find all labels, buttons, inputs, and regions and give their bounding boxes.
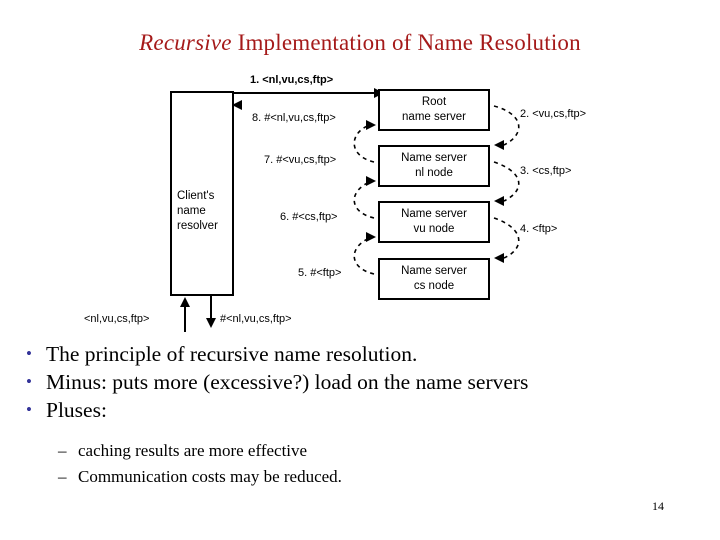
message-5-label: 5. #<ftp> [298, 267, 342, 279]
bullet-item: • Minus: puts more (excessive?) load on … [0, 368, 720, 396]
sub-bullet-item: – caching results are more effective [0, 438, 720, 464]
page-title: Recursive Implementation of Name Resolut… [0, 28, 720, 58]
message-4-label: 4. <ftp> [520, 223, 558, 235]
message-2-arrowhead [494, 140, 504, 150]
message-1-line [234, 92, 384, 94]
client-box-line-3: resolver [177, 220, 218, 232]
server-box-cs-line-1: Name server [401, 265, 467, 277]
bullet-marker-icon: • [26, 372, 32, 391]
bullet-text: The principle of recursive name resoluti… [46, 342, 418, 366]
message-8-target-arrowhead [366, 120, 376, 130]
message-4-arrowhead [494, 253, 504, 263]
server-box-cs-line-2: cs node [413, 280, 455, 292]
message-7-arrowhead [366, 176, 376, 186]
message-3-arrowhead [494, 196, 504, 206]
bullet-item: • Pluses: [0, 396, 720, 424]
sub-bullet-text: caching results are more effective [78, 441, 308, 460]
page-title-rest: Implementation of Name Resolution [231, 30, 581, 55]
dashed-curve-layer [353, 105, 520, 275]
server-box-vu-line-2: vu node [413, 223, 455, 235]
client-box-line-2: name [177, 205, 206, 217]
client-output-label: #<nl,vu,cs,ftp> [220, 313, 292, 325]
message-6-label: 6. #<cs,ftp> [280, 211, 338, 223]
server-box-root-line-1: Root [421, 96, 447, 108]
message-1-label: 1. <nl,vu,cs,ftp> [250, 74, 334, 86]
client-output-arrowhead [206, 318, 216, 328]
bullet-text: Pluses: [46, 398, 107, 422]
message-6-arrowhead [366, 232, 376, 242]
message-8-label: 8. #<nl,vu,cs,ftp> [252, 112, 336, 124]
client-input-arrow-shaft [184, 306, 186, 332]
client-input-label: <nl,vu,cs,ftp> [84, 313, 150, 325]
server-box-vu-line-1: Name server [401, 208, 467, 220]
client-input-arrowhead [180, 297, 190, 307]
server-box-nl-line-1: Name server [401, 152, 467, 164]
server-box-cs: Name server cs node [378, 258, 490, 300]
server-box-root: Root name server [378, 89, 490, 131]
bullet-spacer [0, 424, 720, 438]
sub-bullet-text: Communication costs may be reduced. [78, 467, 342, 486]
bullet-marker-icon: • [26, 344, 32, 363]
server-box-nl: Name server nl node [378, 145, 490, 187]
client-output-arrow-shaft [210, 296, 212, 322]
page-title-emphasis: Recursive [139, 30, 232, 55]
page-number: 14 [652, 499, 664, 513]
server-box-root-line-2: name server [402, 111, 466, 123]
client-box-line-1: Client's [177, 190, 215, 202]
recursive-name-resolution-diagram: 1. <nl,vu,cs,ftp> 8. #<nl,vu,cs,ftp> 7. … [0, 66, 720, 336]
message-2-label: 2. <vu,cs,ftp> [520, 108, 587, 120]
server-box-vu: Name server vu node [378, 201, 490, 243]
sub-bullet-item: – Communication costs may be reduced. [0, 464, 720, 490]
message-8-arrowhead [232, 100, 242, 110]
message-3-label: 3. <cs,ftp> [520, 165, 572, 177]
server-box-nl-line-2: nl node [415, 167, 453, 179]
bullet-list: • The principle of recursive name resolu… [0, 340, 720, 490]
bullet-marker-icon: • [26, 400, 32, 419]
sub-bullet-marker-icon: – [58, 441, 67, 460]
bullet-text: Minus: puts more (excessive?) load on th… [46, 370, 529, 394]
bullet-item: • The principle of recursive name resolu… [0, 340, 720, 368]
message-7-label: 7. #<vu,cs,ftp> [264, 154, 337, 166]
sub-bullet-marker-icon: – [58, 467, 67, 486]
client-name-resolver-box: Client's name resolver [170, 91, 234, 296]
